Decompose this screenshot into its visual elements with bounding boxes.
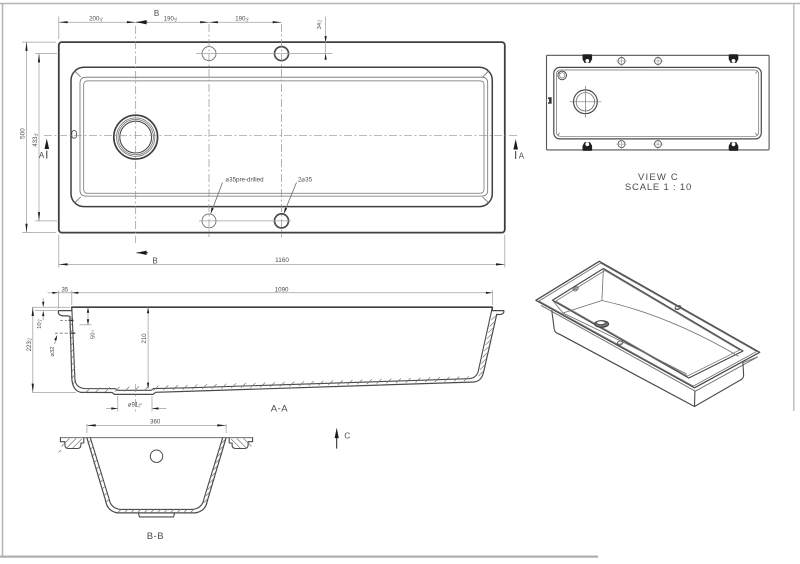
svg-text:223+2-2: 223+2-2 (27, 337, 33, 351)
svg-text:VIEW C: VIEW C (638, 172, 679, 183)
svg-text:1160: 1160 (275, 257, 289, 264)
svg-text:B: B (154, 9, 159, 18)
svg-text:50-2: 50-2 (90, 330, 96, 339)
svg-text:10+2-2: 10+2-2 (37, 319, 43, 329)
svg-text:2⌀35: 2⌀35 (298, 177, 313, 184)
svg-text:SCALE 1 : 10: SCALE 1 : 10 (625, 182, 692, 193)
svg-text:190+2-2: 190+2-2 (164, 16, 178, 22)
svg-text:A: A (519, 152, 525, 161)
svg-text:500: 500 (20, 128, 27, 139)
svg-text:35: 35 (61, 287, 68, 293)
svg-text:200+2-2: 200+2-2 (89, 16, 103, 23)
svg-text:1090: 1090 (275, 286, 289, 293)
svg-text:B: B (152, 257, 157, 266)
svg-text:190+2-2: 190+2-2 (235, 16, 249, 22)
svg-text:360: 360 (150, 419, 161, 426)
svg-text:210: 210 (142, 333, 148, 344)
svg-text:C: C (344, 430, 350, 440)
svg-text:A: A (39, 151, 45, 160)
svg-text:B-B: B-B (147, 531, 164, 542)
svg-text:⌀35pre-drilled: ⌀35pre-drilled (225, 177, 264, 184)
svg-text:⌀91+20: ⌀91+20 (128, 401, 142, 408)
svg-text:34+1-1: 34+1-1 (317, 19, 323, 29)
svg-text:A-A: A-A (271, 403, 289, 414)
svg-text:433+2-2: 433+2-2 (33, 133, 39, 147)
svg-text:⌀32: ⌀32 (50, 347, 56, 357)
